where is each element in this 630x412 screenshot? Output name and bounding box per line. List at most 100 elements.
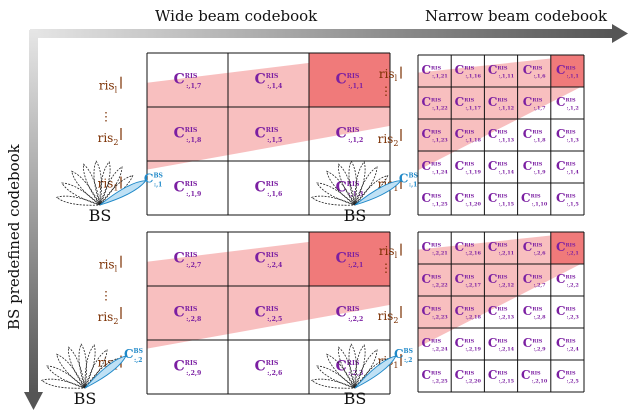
bs-beam-fan xyxy=(55,160,147,206)
codeword-sub: :,2,6 xyxy=(267,370,282,377)
bs-beam-petal xyxy=(84,344,96,389)
codeword-sub: :,2,7 xyxy=(186,262,201,269)
codeword-sup: RIS xyxy=(464,274,474,280)
codeword-label: CRIS:,2,9 xyxy=(523,336,546,353)
codeword-sup: RIS xyxy=(185,306,198,313)
codeword-sup: RIS xyxy=(566,338,576,344)
codeword-label: CRIS:,2,1 xyxy=(556,240,579,257)
codeword-sup: RIS xyxy=(431,65,441,71)
codeword-sub: :,2,13 xyxy=(499,314,515,320)
codeword-label: CRIS:,2,5 xyxy=(556,368,579,385)
codeword-main: C xyxy=(455,95,465,109)
codeword-label: CRIS:,2,15 xyxy=(488,368,515,385)
codeword-main: C xyxy=(488,127,498,141)
codeword-label: CRIS:,1,8 xyxy=(523,127,546,144)
codeword-sup: RIS xyxy=(185,73,198,80)
codeword-sup: RIS xyxy=(497,370,507,376)
codeword-sup: RIS xyxy=(185,181,198,188)
codeword-sub: :,2,5 xyxy=(567,378,580,384)
codeword-main: C xyxy=(523,127,533,141)
selected-codeword-cell xyxy=(550,232,584,264)
codeword-sub: :,1,19 xyxy=(465,169,481,175)
codeword-main: C xyxy=(521,191,531,205)
codeword-sub: :,1,3 xyxy=(567,137,580,143)
codeword-sub: :,1,4 xyxy=(567,169,580,175)
codeword-label: CRIS:,1,4 xyxy=(255,72,283,91)
bs-beam-petal xyxy=(99,166,123,206)
codeword-main: C xyxy=(336,251,347,267)
codeword-sub: :,1,8 xyxy=(186,137,201,144)
codeword-sup: RIS xyxy=(347,360,360,367)
codeword-sub: :,1,16 xyxy=(465,73,481,79)
bs-codeword-label: CBS:,2 xyxy=(124,347,143,364)
codeword-sub: :,2,17 xyxy=(465,282,481,288)
codeword-label: CRIS:,2,11 xyxy=(488,240,514,257)
codeword-label: CRIS:,2,22 xyxy=(421,272,447,289)
bs-beam-petal xyxy=(338,346,356,389)
codeword-sup: RIS xyxy=(266,73,279,80)
codeword-sub: :,2,6 xyxy=(533,250,546,256)
ris-beam-wedge xyxy=(418,55,584,171)
bs-beam-petal xyxy=(68,346,86,389)
bs-selected-beam xyxy=(99,180,147,206)
codeword-main: C xyxy=(421,240,431,254)
codeword-label: CRIS:,1,19 xyxy=(455,159,482,176)
codeword-sub: :,2,9 xyxy=(186,370,201,377)
codeword-main: C xyxy=(523,304,533,318)
codeword-main: C xyxy=(255,251,266,267)
codeword-main: C xyxy=(455,368,465,382)
codeword-main: C xyxy=(455,272,465,286)
codeword-label: CRIS:,2,6 xyxy=(523,240,546,257)
codeword-label: CRIS:,1,2 xyxy=(336,126,364,145)
selected-codeword-cell xyxy=(309,53,390,107)
codeword-sup: RIS xyxy=(431,129,441,135)
codeword-main: C xyxy=(421,304,431,318)
codeword-sup: RIS xyxy=(431,161,441,167)
codeword-sup: RIS xyxy=(464,338,474,344)
codeword-main: C xyxy=(455,191,465,205)
codeword-sup: RIS xyxy=(431,242,441,248)
codeword-sub: :,2,3 xyxy=(348,370,363,377)
codeword-main: C xyxy=(488,191,498,205)
codeword-label: CRIS:,2,5 xyxy=(255,305,283,324)
bs-codebook-header: BS predefined codebook xyxy=(5,143,23,330)
codeword-sub: :,1,7 xyxy=(186,83,201,90)
ris-ellipsis: ⋮ xyxy=(380,84,392,98)
codeword-main: C xyxy=(556,127,566,141)
bs-label: BS xyxy=(74,389,97,408)
codeword-label: CRIS:,2,3 xyxy=(556,304,579,321)
bs-beam-petal xyxy=(354,161,366,206)
codeword-sub: :,2,2 xyxy=(348,316,363,323)
codeword-sub: :,2,20 xyxy=(465,378,481,384)
codeword-sup: RIS xyxy=(431,306,441,312)
bs-beam-fan xyxy=(310,343,397,389)
codeword-main: C xyxy=(455,159,465,173)
codeword-sub: :,1,11 xyxy=(499,73,515,79)
codeword-main: C xyxy=(488,272,498,286)
bs-beam-petal xyxy=(99,174,134,206)
codeword-sub: :,1,21 xyxy=(432,73,448,79)
bs-beam-petal xyxy=(40,378,86,389)
codeword-sup: RIS xyxy=(347,306,360,313)
codeword-sub: :,1,9 xyxy=(533,169,546,175)
bs-beam-petal xyxy=(84,349,108,389)
codeword-sub: :,2,4 xyxy=(567,346,580,352)
codeword-sub: :,1,1 xyxy=(567,73,579,79)
bs-codeword-label: CBS:,1 xyxy=(399,172,418,189)
codeword-sub: :,2,21 xyxy=(432,250,448,256)
codeword-sup: RIS xyxy=(532,97,542,103)
codeword-label: CRIS:,1,4 xyxy=(556,159,579,176)
codeword-sub: :,1,5 xyxy=(267,137,282,144)
codeword-label: CRIS:,2,2 xyxy=(336,305,364,324)
codeword-label: CRIS :,2,21 xyxy=(421,240,447,257)
bs-beam-petal xyxy=(83,163,101,206)
codeword-sup: RIS xyxy=(431,97,441,103)
codeword-sup: RIS xyxy=(532,161,542,167)
codeword-main: C xyxy=(421,191,431,205)
codeword-sub: :,2,18 xyxy=(465,314,481,320)
codeword-main: C xyxy=(174,305,185,321)
codeword-sup: RIS xyxy=(532,274,542,280)
ris-l-label: risl xyxy=(99,78,118,94)
codeword-sub: :,2,23 xyxy=(432,314,448,320)
codeword-sub: :,2,1 xyxy=(567,250,579,256)
